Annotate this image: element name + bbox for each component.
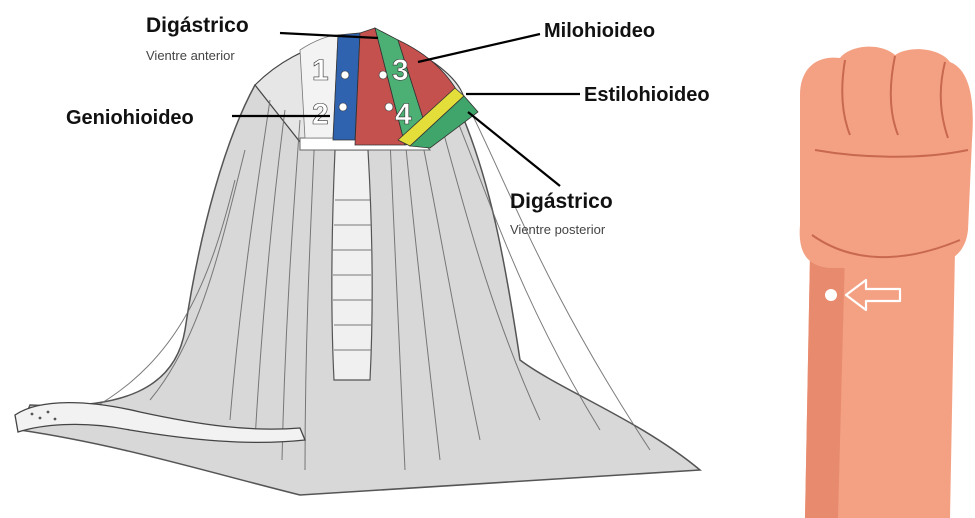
point-number-1: 1 <box>312 54 329 87</box>
leader-milohioideo <box>418 34 540 62</box>
label-geniohioideo: Geniohioideo <box>66 107 194 129</box>
label-digastrico-anterior-sub: Vientre anterior <box>146 48 235 63</box>
point-number-4: 4 <box>395 98 412 131</box>
point-number-3: 3 <box>392 54 409 87</box>
point-dot-1 <box>341 71 349 79</box>
label-milohioideo: Milohioideo <box>544 20 655 42</box>
white-dot <box>825 289 837 301</box>
forearm-shadow <box>805 252 845 518</box>
trachea <box>332 150 372 380</box>
label-digastrico-anterior: Digástrico <box>146 14 249 37</box>
point-dot-2 <box>339 103 347 111</box>
fist-illustration <box>800 47 973 518</box>
label-digastrico-posterior: Digástrico <box>510 190 613 213</box>
label-estilohioideo: Estilohioideo <box>584 84 710 106</box>
point-dot-4 <box>385 103 393 111</box>
point-number-2: 2 <box>312 98 329 131</box>
point-dot-3 <box>379 71 387 79</box>
label-digastrico-posterior-sub: Vientre posterior <box>510 222 606 237</box>
